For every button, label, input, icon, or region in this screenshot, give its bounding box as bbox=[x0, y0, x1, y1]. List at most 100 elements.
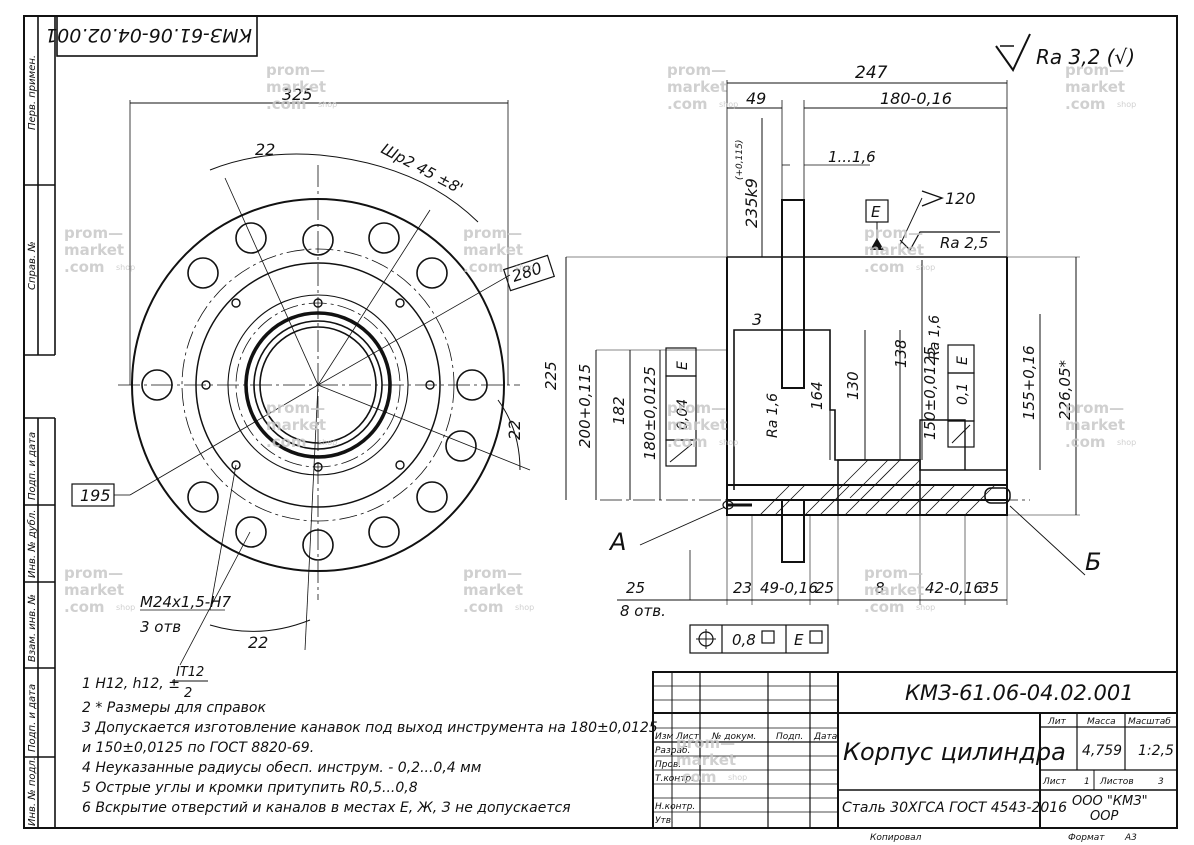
tb-scale: 1:2,5 bbox=[1138, 743, 1174, 759]
strip-label-inv-dubl: Инв. № дубл. bbox=[26, 510, 38, 578]
tb-row-podp: Подп. bbox=[776, 732, 803, 742]
watermark-12: prom— market .com shop bbox=[864, 564, 935, 616]
note-1-denominator: 2 bbox=[184, 686, 192, 701]
dim-ra25: Ra 2,5 bbox=[940, 234, 988, 252]
tb-sheet: 1 bbox=[1084, 777, 1090, 787]
dim-outer-diam: 325 bbox=[282, 85, 313, 104]
wm10-line2: market bbox=[64, 581, 124, 599]
wm9-line2: market bbox=[1065, 416, 1125, 434]
dim-angle-22-top: 22 bbox=[255, 140, 275, 159]
wm3-line2: market bbox=[1065, 78, 1125, 96]
dim-tol-e-left: E bbox=[675, 361, 691, 370]
wm12-line3: .com bbox=[864, 598, 905, 616]
dim-d180: 180±0,0125 bbox=[641, 366, 659, 460]
dim-len-247: 247 bbox=[855, 63, 888, 83]
wm10-line3: .com bbox=[64, 598, 105, 616]
note-6: 6 Вскрытие отверстий и каналов в местах … bbox=[82, 800, 571, 816]
note-3: 3 Допускается изготовление канавок под в… bbox=[82, 720, 658, 736]
wm7-line3: .com bbox=[266, 433, 307, 451]
wm3-line1: prom— bbox=[1065, 61, 1124, 79]
dim-len-49: 49 bbox=[746, 89, 766, 108]
tb-mass: 4,759 bbox=[1082, 743, 1122, 759]
dim-fit-235: 235k9 bbox=[742, 178, 761, 228]
watermark-6: prom— market .com shop bbox=[864, 224, 935, 276]
wm5-shop: shop bbox=[515, 263, 534, 272]
tb-row-izm: Изм bbox=[655, 732, 674, 742]
dim-b49: 49-0,16 bbox=[760, 579, 818, 597]
dim-d155: 155+0,16 bbox=[1020, 345, 1038, 420]
wm11-line3: .com bbox=[463, 598, 504, 616]
dim-b25: 25 bbox=[815, 579, 834, 597]
title-block bbox=[652, 671, 1178, 829]
section-hatching bbox=[759, 459, 996, 516]
tb-designation: КМЗ-61.06-04.02.001 bbox=[905, 681, 1134, 705]
code-stamp-text: КМЗ-61.06-04.02.001 bbox=[45, 24, 252, 46]
tb-row-utv: Утв. bbox=[655, 816, 674, 826]
watermark-1: prom— market .com shop bbox=[266, 61, 337, 113]
wm13-line2: market bbox=[676, 751, 736, 769]
wm6-line1: prom— bbox=[864, 224, 923, 242]
general-roughness: Ra 3,2 (√) bbox=[995, 33, 1135, 72]
strip-label-sprav: Справ. № bbox=[27, 241, 38, 290]
general-roughness-text: Ra 3,2 (√) bbox=[1036, 45, 1135, 69]
watermark-4: prom— market .com shop bbox=[64, 224, 135, 276]
datum-e-label: E bbox=[871, 203, 881, 221]
wm9-shop: shop bbox=[1117, 438, 1136, 447]
wm1-line3: .com bbox=[266, 95, 307, 113]
watermark-10: prom— market .com shop bbox=[64, 564, 135, 616]
wm2-line3: .com bbox=[667, 95, 708, 113]
wm4-shop: shop bbox=[116, 263, 135, 272]
tb-hdr-mass: Масса bbox=[1087, 717, 1116, 727]
dim-d22605: 226,05* bbox=[1056, 360, 1074, 420]
dim-d130: 130 bbox=[844, 371, 862, 400]
technical-notes: 1 H12, h12, ± IT12 2 2 * Размеры для спр… bbox=[82, 665, 658, 816]
watermark-13: prom— market .com shop bbox=[676, 734, 747, 786]
wm4-line1: prom— bbox=[64, 224, 123, 242]
wm9-line1: prom— bbox=[1065, 399, 1124, 417]
wm2-line1: prom— bbox=[667, 61, 726, 79]
wm11-line2: market bbox=[463, 581, 523, 599]
wm8-line3: .com bbox=[667, 433, 708, 451]
dim-d150: 150±0,0125 bbox=[921, 346, 939, 440]
view-b-label: Б bbox=[1085, 548, 1101, 576]
wm8-line1: prom— bbox=[667, 399, 726, 417]
dim-ra16-left: Ra 1,6 bbox=[765, 393, 781, 438]
dim-thread-count: 3 отв bbox=[140, 618, 181, 636]
tb-company-1: ООО "КМЗ" bbox=[1072, 794, 1148, 809]
front-small-holes bbox=[201, 298, 435, 472]
dim-tol-004: 0,04 bbox=[675, 399, 691, 430]
wm4-line2: market bbox=[64, 241, 124, 259]
dim-d200: 200+0,115 bbox=[576, 364, 594, 448]
note-1: 1 H12, h12, ± bbox=[82, 676, 180, 692]
tb-hdr-sheets: Листов bbox=[1099, 777, 1134, 787]
wm6-line2: market bbox=[864, 241, 924, 259]
wm10-line1: prom— bbox=[64, 564, 123, 582]
wm6-line3: .com bbox=[864, 258, 905, 276]
wm1-line1: prom— bbox=[266, 61, 325, 79]
dim-angle-120: 120 bbox=[945, 189, 976, 208]
watermark-3: prom— market .com shop bbox=[1065, 61, 1136, 113]
wm12-line2: market bbox=[864, 581, 924, 599]
tb-name: Корпус цилиндра bbox=[843, 738, 1066, 766]
note-5: 5 Острые углы и кромки притупить R0,5...… bbox=[82, 780, 418, 796]
dim-holes-8: 8 отв. bbox=[620, 602, 666, 620]
wm10-shop: shop bbox=[116, 603, 135, 612]
tb-hdr-scale: Масштаб bbox=[1128, 717, 1171, 727]
tb-hdr-sheet: Лист bbox=[1042, 777, 1067, 787]
watermark-7: prom— market .com shop bbox=[266, 399, 337, 451]
dim-fit-235-tol: (+0,115) bbox=[735, 140, 745, 180]
wm4-line3: .com bbox=[64, 258, 105, 276]
wm9-line3: .com bbox=[1065, 433, 1106, 451]
wm11-shop: shop bbox=[515, 603, 534, 612]
wm3-shop: shop bbox=[1117, 100, 1136, 109]
view-a-label: А bbox=[608, 528, 626, 556]
front-bolt-holes bbox=[141, 222, 488, 561]
wm7-line1: prom— bbox=[266, 399, 325, 417]
tb-row-prov: Пров. bbox=[655, 760, 681, 770]
note-3b: и 150±0,0125 по ГОСТ 8820-69. bbox=[82, 740, 314, 756]
dim-d182: 182 bbox=[610, 396, 628, 425]
wm1-shop: shop bbox=[318, 100, 337, 109]
dim-tol-01: 0,1 bbox=[955, 383, 971, 405]
watermark-8: prom— market .com shop bbox=[667, 399, 738, 451]
